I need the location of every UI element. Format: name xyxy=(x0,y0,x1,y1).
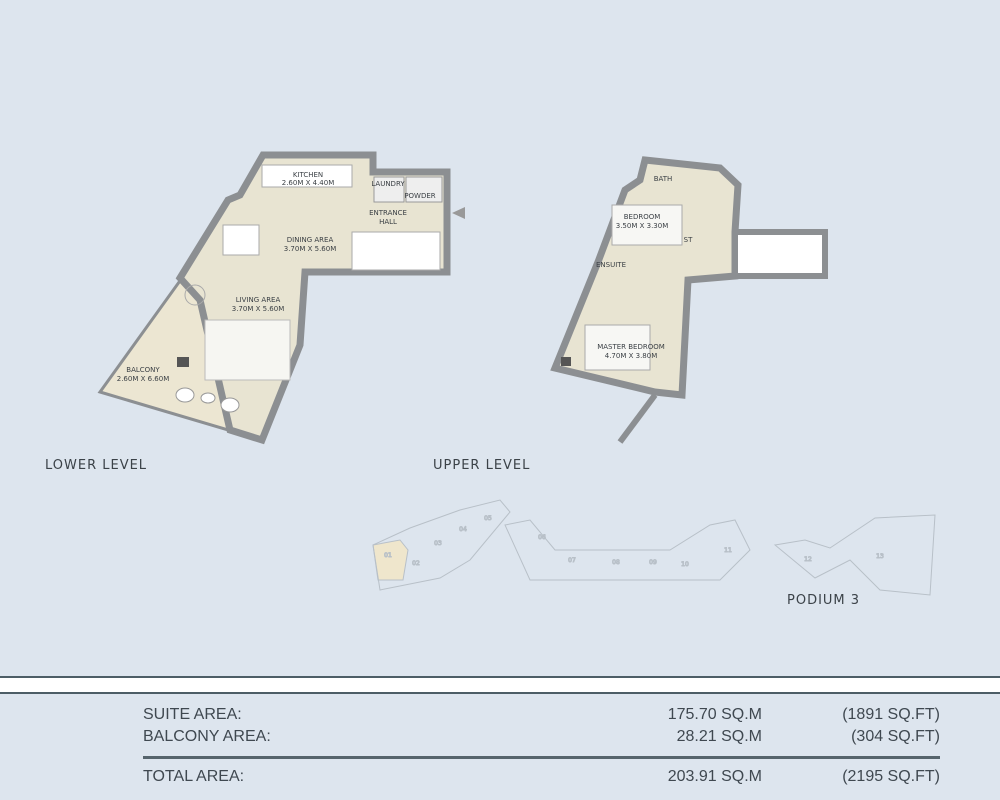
balcony-area-row: BALCONY AREA: 28.21 SQ.M (304 SQ.FT) xyxy=(143,728,940,748)
fireplace-upper-icon xyxy=(561,357,571,366)
total-area-sqm: 203.91 SQ.M xyxy=(667,768,762,785)
master-bed xyxy=(584,324,651,371)
stair xyxy=(351,231,441,271)
unit-08: 08 xyxy=(612,559,620,566)
unit-01-highlight xyxy=(372,539,409,581)
plant-icon xyxy=(184,284,206,306)
balcony-chair xyxy=(175,387,195,403)
living-size: 3.70M X 5.60M xyxy=(232,305,285,313)
upper-level-title: UPPER LEVEL xyxy=(433,458,531,473)
bath-label: BATH xyxy=(654,175,673,183)
total-area-label: TOTAL AREA: xyxy=(143,768,245,785)
unit-10: 10 xyxy=(681,561,689,568)
powder-label: POWDER xyxy=(404,192,435,200)
store-label: ST xyxy=(684,236,693,244)
total-area-sqft: (2195 SQ.FT) xyxy=(842,768,940,785)
divider-band xyxy=(0,676,1000,694)
laundry-label: LAUNDRY xyxy=(371,180,405,188)
ensuite-label: ENSUITE xyxy=(596,261,626,269)
unit-01: 01 xyxy=(384,552,392,559)
suite-area-label: SUITE AREA: xyxy=(143,706,242,723)
fireplace-icon xyxy=(177,357,189,367)
entrance-label-2: HALL xyxy=(379,218,397,226)
lower-level-plan: KITCHEN 2.60M X 4.40M LAUNDRY POWDER ENT… xyxy=(97,151,465,445)
kitchen-counter xyxy=(261,164,353,188)
bedroom-size: 3.50M X 3.30M xyxy=(616,222,669,230)
bedroom-label: BEDROOM xyxy=(624,213,661,221)
key-plan-outline-west xyxy=(372,499,511,591)
balcony-area-sqm: 28.21 SQ.M xyxy=(676,728,762,745)
unit-13: 13 xyxy=(876,553,884,560)
laundry-box xyxy=(373,176,405,203)
unit-07: 07 xyxy=(568,557,576,564)
kitchen-size: 2.60M X 4.40M xyxy=(282,179,335,187)
unit-11: 11 xyxy=(724,547,732,554)
living-rug xyxy=(204,319,291,381)
lower-level-title: LOWER LEVEL xyxy=(45,458,148,473)
balcony-label: BALCONY xyxy=(126,366,160,374)
key-plan-outline-center xyxy=(504,519,751,581)
dining-size: 3.70M X 5.60M xyxy=(284,245,337,253)
balcony-wall xyxy=(617,393,658,444)
total-area-row: TOTAL AREA: 203.91 SQ.M (2195 SQ.FT) xyxy=(143,768,940,788)
bedroom-bed xyxy=(611,204,683,246)
living-label: LIVING AREA xyxy=(236,296,281,304)
suite-area-sqm: 175.70 SQ.M xyxy=(667,706,762,723)
key-plan-outline-east xyxy=(773,514,936,596)
balcony-area-label: BALCONY AREA: xyxy=(143,728,271,745)
stair-upper xyxy=(732,229,828,279)
master-bedroom-size: 4.70M X 3.80M xyxy=(605,352,658,360)
unit-09: 09 xyxy=(649,559,657,566)
unit-03: 03 xyxy=(434,540,442,547)
key-plan-title: PODIUM 3 xyxy=(787,593,860,608)
suite-area-sqft: (1891 SQ.FT) xyxy=(842,706,940,723)
total-separator xyxy=(143,756,940,759)
unit-02: 02 xyxy=(412,560,420,567)
dining-table xyxy=(222,224,260,256)
kitchen-label: KITCHEN xyxy=(293,171,323,179)
unit-06: 06 xyxy=(538,534,546,541)
entrance-arrow-icon xyxy=(452,207,465,219)
powder-box xyxy=(405,176,443,203)
balcony-chair xyxy=(220,397,240,413)
unit-12: 12 xyxy=(804,556,812,563)
unit-05: 05 xyxy=(484,515,492,522)
key-plan: 01 02 03 04 05 06 07 08 09 10 11 12 13 xyxy=(372,499,936,596)
upper-level-plan: BATH BEDROOM 3.50M X 3.30M ST ENSUITE MA… xyxy=(550,156,828,444)
balcony-size: 2.60M X 6.60M xyxy=(117,375,170,383)
suite-area-row: SUITE AREA: 175.70 SQ.M (1891 SQ.FT) xyxy=(143,706,940,726)
master-bedroom-label: MASTER BEDROOM xyxy=(597,343,665,351)
balcony-table xyxy=(200,392,216,404)
unit-04: 04 xyxy=(459,526,467,533)
entrance-label: ENTRANCE xyxy=(369,209,407,217)
balcony-area-sqft: (304 SQ.FT) xyxy=(851,728,940,745)
dining-label: DINING AREA xyxy=(287,236,334,244)
